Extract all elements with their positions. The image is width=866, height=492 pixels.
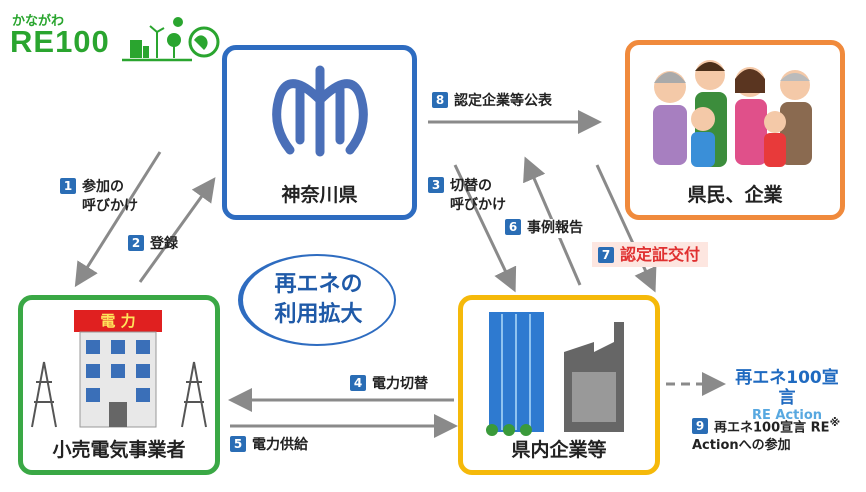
step-9-note: ※ xyxy=(829,416,841,429)
step-7-label: 7 認定証交付 xyxy=(592,242,709,267)
arrow-1 xyxy=(74,151,162,288)
citizens-label: 県民、企業 xyxy=(687,184,783,206)
eco-city-icon xyxy=(122,17,220,62)
step-8-label: 8 認定企業等公表 xyxy=(432,92,552,111)
step-5-label: 5 電力供給 xyxy=(230,436,308,455)
retailer-label: 小売電気事業者 xyxy=(52,439,186,461)
renewable-expansion-badge: 再エネの 利用拡大 xyxy=(238,254,396,346)
step-2-label: 2 登録 xyxy=(128,235,178,254)
arrow-3 xyxy=(453,164,517,293)
re-action-title: 再エネ100宣言 xyxy=(735,368,839,408)
arrow-2 xyxy=(138,177,216,283)
power-sign: 電 力 xyxy=(100,312,136,330)
step-7-text: 認定証交付 xyxy=(620,245,701,264)
step-4-text: 電力切替 xyxy=(372,376,428,392)
step-3-label: 3 切替の呼びかけ xyxy=(428,177,506,215)
companies-box: 県内企業等 xyxy=(458,295,660,475)
re-action-sub: RE Action xyxy=(751,408,823,423)
step-3-badge: 3 xyxy=(428,177,444,193)
step-6-label: 6 事例報告 xyxy=(505,219,583,238)
center-line1: 再エネの xyxy=(274,272,363,297)
step-9-label: 9 再エネ100宣言 RE※ Actionへの参加 xyxy=(692,414,840,455)
step-2-badge: 2 xyxy=(128,235,144,251)
logo-title: RE100 xyxy=(10,24,110,59)
companies-label: 県内企業等 xyxy=(511,439,607,461)
step-9-badge: 9 xyxy=(692,418,708,435)
kanagawa-emblem-icon xyxy=(272,65,368,157)
step-1-label: 1 参加の呼びかけ xyxy=(60,178,138,216)
step-2-text: 登録 xyxy=(150,236,178,252)
family-icon xyxy=(653,60,812,167)
step-8-text: 認定企業等公表 xyxy=(454,93,552,109)
re-action-logo: 再エネ100宣言 RE Action xyxy=(727,368,847,423)
step-4-label: 4 電力切替 xyxy=(350,375,428,394)
kanagawa-re100-logo: かながわ RE100 xyxy=(10,10,220,68)
power-company-icon xyxy=(31,310,207,428)
step-1-badge: 1 xyxy=(60,178,76,194)
logo-kana: かながわ xyxy=(12,14,65,29)
kanagawa-box: 神奈川県 xyxy=(222,45,417,220)
step-1-text2: 呼びかけ xyxy=(82,198,138,214)
step-3-text2: 呼びかけ xyxy=(450,197,506,213)
step-5-badge: 5 xyxy=(230,436,246,452)
center-line2: 利用拡大 xyxy=(274,302,363,327)
step-6-badge: 6 xyxy=(505,219,521,235)
step-4-badge: 4 xyxy=(350,375,366,391)
kanagawa-label: 神奈川県 xyxy=(281,184,358,206)
step-9-text2: Actionへの参加 xyxy=(692,438,791,454)
step-7-badge: 7 xyxy=(598,247,614,263)
step-3-text: 切替の xyxy=(450,178,492,194)
citizens-box: 県民、企業 xyxy=(625,40,845,220)
office-factory-icon xyxy=(486,312,624,436)
step-1-text: 参加の xyxy=(82,179,124,195)
step-9-text: 再エネ100宣言 RE xyxy=(714,420,830,436)
step-5-text: 電力供給 xyxy=(252,437,308,453)
step-6-text: 事例報告 xyxy=(527,220,583,236)
retailer-box: 電 力 小売電気事業者 xyxy=(18,295,220,475)
step-8-badge: 8 xyxy=(432,92,448,108)
